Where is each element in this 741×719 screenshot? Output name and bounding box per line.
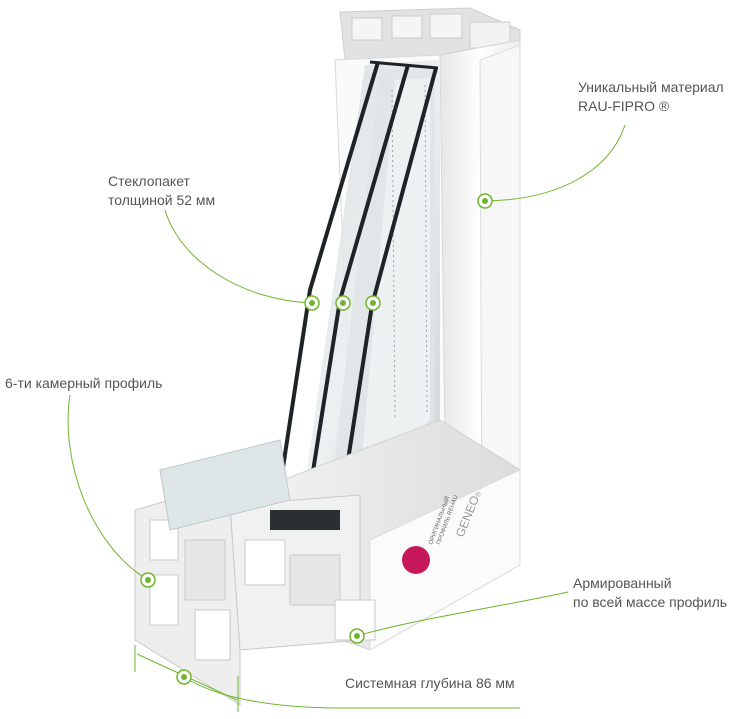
material-label-line1: Уникальный материал — [578, 79, 724, 95]
frame-bottom-section — [134, 439, 376, 706]
reinforced-callout-line — [356, 591, 569, 637]
glass-dot-2[interactable] — [335, 295, 351, 311]
depth-label-line1: Системная глубина 86 мм — [345, 675, 515, 691]
material-callout-line — [484, 124, 626, 202]
glass-unit-label-line2: толщиной 52 мм — [108, 192, 216, 208]
depth-label: Системная глубина 86 мм — [345, 674, 515, 693]
chambers-label: 6-ти камерный профиль — [5, 374, 162, 393]
glass-unit-label-line1: Стеклопакет — [108, 173, 190, 189]
glass-dot-3[interactable] — [365, 295, 381, 311]
chambers-label-line1: 6-ти камерный профиль — [5, 375, 163, 391]
material-label: Уникальный материал RAU-FIPRO ® — [578, 78, 724, 116]
glass-callout-line — [164, 209, 313, 304]
reinforced-label-line1: Армированный — [573, 575, 672, 591]
chambers-callout-line — [67, 394, 149, 581]
reinforced-label: Армированный по всей массе профиль — [573, 574, 727, 612]
reinforced-label-line2: по всей массе профиль — [573, 594, 728, 610]
glass-unit-label: Стеклопакет толщиной 52 мм — [108, 172, 215, 210]
depth-callout-line — [183, 676, 520, 709]
depth-dot[interactable] — [176, 669, 192, 685]
glass-dot-1[interactable] — [304, 295, 320, 311]
material-label-line2: RAU-FIPRO ® — [578, 98, 670, 114]
material-dot[interactable] — [477, 193, 493, 209]
chambers-dot[interactable] — [140, 572, 156, 588]
reinforced-dot[interactable] — [349, 628, 365, 644]
frame-top-section — [339, 7, 521, 61]
